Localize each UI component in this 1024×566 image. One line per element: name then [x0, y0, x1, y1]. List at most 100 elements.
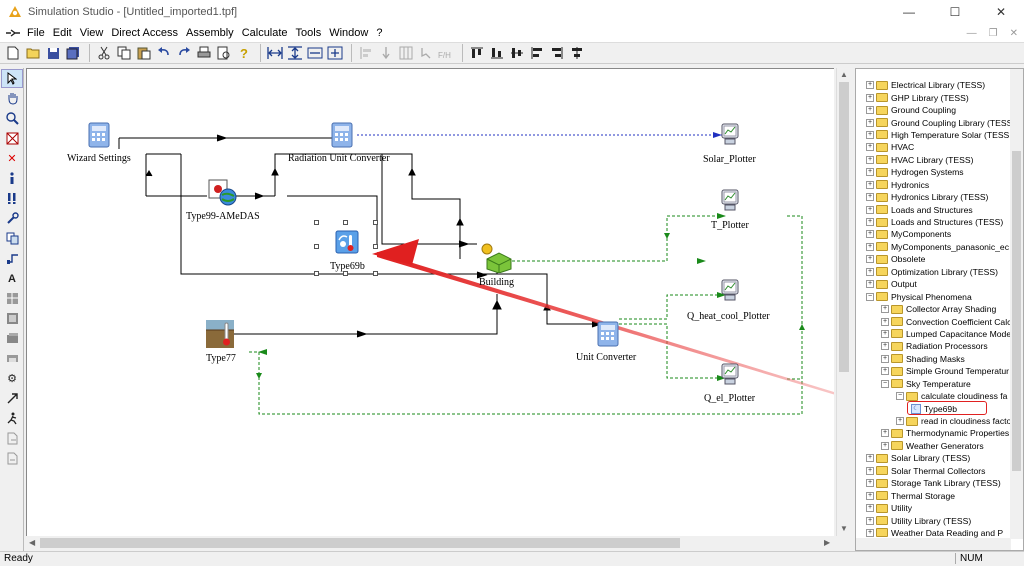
document-menu-icon[interactable]: [3, 24, 23, 42]
expand-toggle-icon[interactable]: +: [866, 516, 874, 525]
expand-toggle-icon[interactable]: +: [866, 180, 874, 189]
tree-item[interactable]: +Utility Library (TESS): [856, 514, 1011, 526]
tree-item[interactable]: +Hydronics: [856, 179, 1011, 191]
zoom-box-icon[interactable]: [306, 44, 324, 62]
tree-item[interactable]: +Storage Tank Library (TESS): [856, 477, 1011, 489]
align-bottom-icon[interactable]: [488, 44, 506, 62]
tree-item[interactable]: +MyComponents: [856, 228, 1011, 240]
tree-item[interactable]: +Optimization Library (TESS): [856, 266, 1011, 278]
expand-toggle-icon[interactable]: +: [881, 329, 889, 338]
expand-toggle-icon[interactable]: +: [866, 280, 874, 289]
align-left-edge-icon[interactable]: [528, 44, 546, 62]
tree-item[interactable]: +Output: [856, 278, 1011, 290]
expand-toggle-icon[interactable]: +: [866, 230, 874, 239]
mdi-restore-button[interactable]: ❐: [988, 27, 998, 39]
tree-item[interactable]: +Weather Generators: [856, 440, 1011, 452]
expand-toggle-icon[interactable]: +: [866, 479, 874, 488]
tree-item[interactable]: ☾Type69b: [856, 401, 1011, 416]
mdi-close-button[interactable]: ✕: [1009, 27, 1018, 39]
tree-item[interactable]: +Electrical Library (TESS): [856, 79, 1011, 91]
paste-icon[interactable]: [135, 44, 153, 62]
undo-icon[interactable]: [155, 44, 173, 62]
type69b-component[interactable]: [335, 230, 361, 256]
expand-toggle-icon[interactable]: +: [866, 168, 874, 177]
menu-file[interactable]: File: [27, 27, 45, 39]
selection-handle[interactable]: [314, 244, 319, 249]
tree-item[interactable]: +Collector Array Shading: [856, 303, 1011, 315]
expand-toggle-icon[interactable]: +: [881, 429, 889, 438]
tree-item[interactable]: +Thermal Storage: [856, 489, 1011, 501]
scroll-right-icon[interactable]: ▶: [824, 538, 831, 547]
tree-item[interactable]: +Convection Coefficient Calc: [856, 315, 1011, 327]
radiation-unit-converter-component[interactable]: [331, 122, 355, 148]
tree-item[interactable]: +Weather Data Reading and P: [856, 527, 1011, 539]
scrollbar-thumb[interactable]: [839, 82, 849, 372]
selection-handle[interactable]: [373, 271, 378, 276]
expand-toggle-icon[interactable]: +: [866, 267, 874, 276]
scroll-left-icon[interactable]: ◀: [29, 538, 36, 547]
unit-converter-component[interactable]: [597, 321, 621, 347]
expand-toggle-icon[interactable]: +: [866, 155, 874, 164]
t-plotter-component[interactable]: [720, 189, 742, 213]
minimize-button[interactable]: —: [903, 5, 915, 19]
align-top-icon[interactable]: [468, 44, 486, 62]
print-preview-icon[interactable]: [215, 44, 233, 62]
box-icon[interactable]: [1, 309, 23, 328]
expand-toggle-icon[interactable]: +: [866, 193, 874, 202]
alert-icon[interactable]: [1, 189, 23, 208]
pointer-tool-icon[interactable]: [1, 69, 23, 88]
expand-toggle-icon[interactable]: +: [866, 118, 874, 127]
snap-icon[interactable]: [417, 44, 435, 62]
scrollbar-thumb[interactable]: [1012, 151, 1021, 471]
tree-item[interactable]: −Physical Phenomena: [856, 290, 1011, 302]
align-right-edge-icon[interactable]: [548, 44, 566, 62]
tree-vertical-scrollbar[interactable]: [1010, 69, 1023, 539]
tree-item[interactable]: +read in cloudiness facto: [856, 415, 1011, 427]
macro-icon[interactable]: [1, 129, 23, 148]
menu-edit[interactable]: Edit: [52, 27, 72, 39]
tree-item[interactable]: +Utility: [856, 502, 1011, 514]
format-icon[interactable]: F/H: [437, 44, 455, 62]
copy-icon[interactable]: [115, 44, 133, 62]
connect-icon[interactable]: [1, 249, 23, 268]
expand-toggle-icon[interactable]: +: [866, 143, 874, 152]
scroll-down-icon[interactable]: ▼: [840, 524, 848, 533]
expand-toggle-icon[interactable]: +: [866, 218, 874, 227]
expand-toggle-icon[interactable]: +: [866, 466, 874, 475]
menu-window[interactable]: Window: [329, 27, 369, 39]
settings-gear-icon[interactable]: ⚙: [7, 373, 17, 385]
collapse-toggle-icon[interactable]: −: [866, 292, 874, 301]
tree-horizontal-scrollbar[interactable]: [856, 538, 1011, 550]
text-tool-icon[interactable]: A: [8, 272, 16, 285]
diagram-canvas[interactable]: Wizard Settings Radiation Unit Converter…: [26, 68, 834, 536]
expand-toggle-icon[interactable]: +: [866, 130, 874, 139]
tree-item[interactable]: +Shading Masks: [856, 353, 1011, 365]
menu-view[interactable]: View: [79, 27, 104, 39]
tree-item[interactable]: +HVAC Library (TESS): [856, 154, 1011, 166]
tree-item[interactable]: +Simple Ground Temperatur: [856, 365, 1011, 377]
tree-item[interactable]: −calculate cloudiness fa: [856, 390, 1011, 402]
align-center-h-icon[interactable]: [568, 44, 586, 62]
close-button[interactable]: ✕: [995, 5, 1007, 19]
tree-item[interactable]: +GHP Library (TESS): [856, 91, 1011, 103]
expand-toggle-icon[interactable]: +: [881, 305, 889, 314]
move-down-icon[interactable]: [377, 44, 395, 62]
arrow-tool-icon[interactable]: [1, 389, 23, 408]
collapse-toggle-icon[interactable]: −: [896, 392, 904, 401]
zoom-height-icon[interactable]: [286, 44, 304, 62]
maximize-button[interactable]: ☐: [949, 5, 961, 19]
tree-item[interactable]: +Thermodynamic Properties: [856, 427, 1011, 439]
tree-item[interactable]: +Obsolete: [856, 253, 1011, 265]
new-file-icon[interactable]: [4, 44, 22, 62]
menu-tools[interactable]: Tools: [295, 27, 322, 39]
menu-direct-access[interactable]: Direct Access: [111, 27, 178, 39]
wizard-settings-component[interactable]: [88, 122, 116, 148]
open-folder-icon[interactable]: [24, 44, 42, 62]
expand-toggle-icon[interactable]: +: [881, 317, 889, 326]
expand-toggle-icon[interactable]: +: [866, 528, 874, 537]
info-icon[interactable]: [1, 169, 23, 188]
redo-icon[interactable]: [175, 44, 193, 62]
expand-toggle-icon[interactable]: +: [881, 367, 889, 376]
help-icon[interactable]: ?: [235, 44, 253, 62]
scroll-up-icon[interactable]: ▲: [840, 70, 848, 79]
